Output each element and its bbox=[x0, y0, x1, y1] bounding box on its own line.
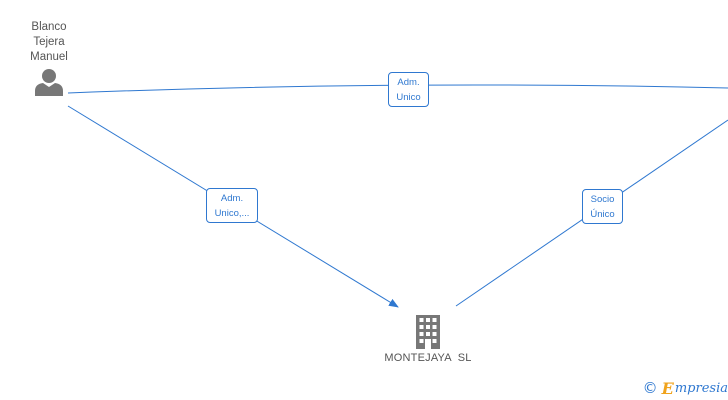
person-name-line: Manuel bbox=[30, 51, 68, 63]
person-name-line: Blanco bbox=[31, 21, 67, 33]
edge-label-line: Unico bbox=[396, 92, 421, 103]
edge-label-line: Adm. bbox=[397, 77, 420, 88]
company-node[interactable]: MONTEJAYA SL bbox=[378, 315, 478, 364]
company-name: MONTEJAYA SL bbox=[384, 352, 472, 364]
copyright-icon: © bbox=[642, 379, 658, 397]
edge-label-line: Adm. bbox=[220, 193, 244, 204]
person-node[interactable]: Blanco Tejera Manuel bbox=[18, 20, 80, 96]
edge-label-line: Único bbox=[590, 209, 615, 220]
person-icon bbox=[35, 69, 63, 96]
edge-label-left[interactable]: Adm. Unico,... bbox=[206, 188, 258, 223]
brand-initial: E bbox=[661, 378, 674, 398]
edge-label-line: Unico,... bbox=[214, 208, 250, 219]
brand-name: mpresia bbox=[674, 380, 728, 396]
person-name: Blanco Tejera Manuel bbox=[18, 20, 80, 65]
person-name-line: Tejera bbox=[33, 36, 65, 48]
edge-label-line: Socio bbox=[590, 194, 615, 205]
edge-label-right[interactable]: Socio Único bbox=[582, 189, 623, 224]
brand-watermark[interactable]: © E mpresia bbox=[643, 378, 728, 398]
building-icon bbox=[416, 315, 440, 349]
edge-label-top[interactable]: Adm. Unico bbox=[388, 72, 429, 107]
